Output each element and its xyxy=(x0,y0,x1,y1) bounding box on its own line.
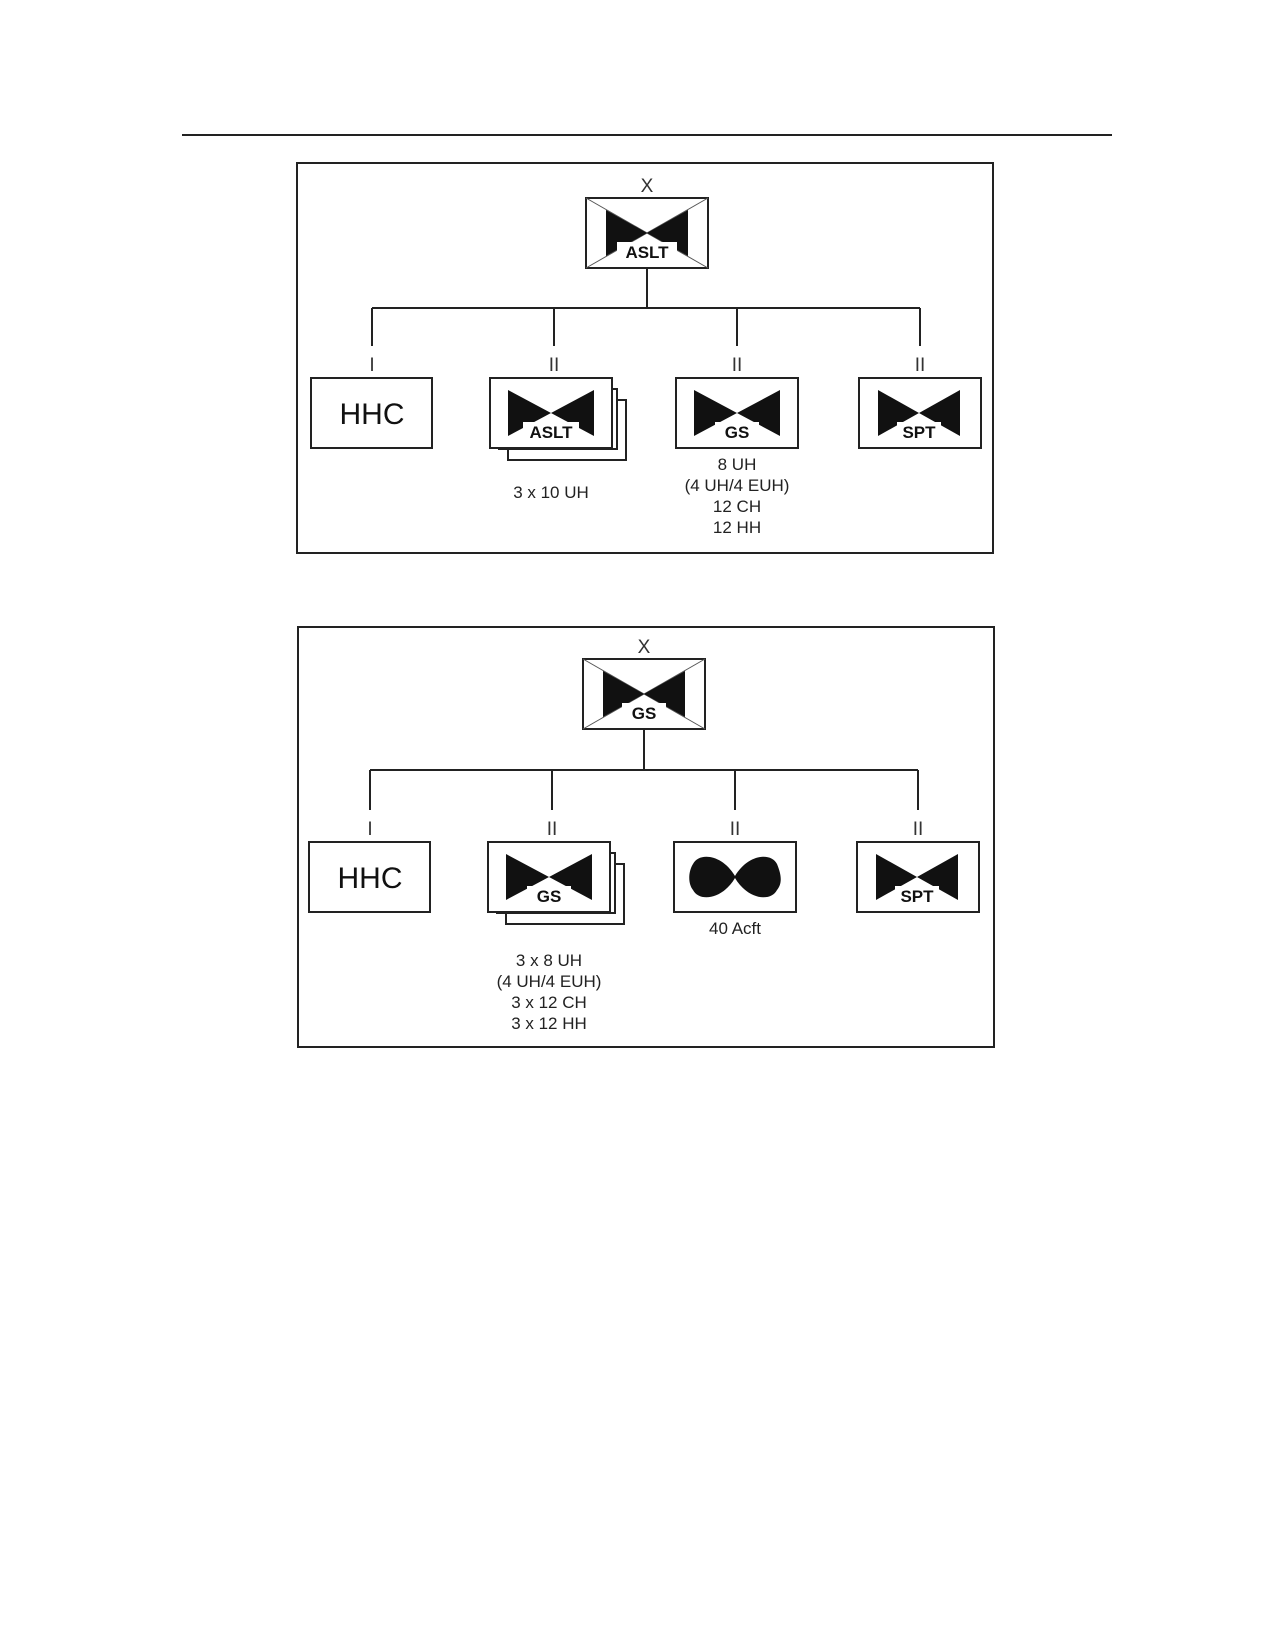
gs-bn-caption-line: (4 UH/4 EUH) xyxy=(685,476,790,495)
spt-bn-label: SPT xyxy=(900,887,934,906)
hq-unit-symbol: GS xyxy=(582,658,706,730)
gs-bn-caption-line: 12 CH xyxy=(713,497,761,516)
hq-label: ASLT xyxy=(625,243,669,262)
connector-lines xyxy=(371,268,921,346)
hq-echelon: X xyxy=(641,176,654,197)
spt-bn-symbol: SPT xyxy=(858,377,982,449)
gs-bn-caption-line: 8 UH xyxy=(718,455,757,474)
hhc-label: HHC xyxy=(338,862,403,895)
gs-bn-caption-line: (4 UH/4 EUH) xyxy=(497,972,602,991)
gs-bn-label: GS xyxy=(537,887,562,906)
gs-bn-echelon: II xyxy=(547,819,558,840)
gs-bn-caption-line: 3 x 8 UH xyxy=(516,951,582,970)
bowtie-icon xyxy=(603,671,644,717)
bowtie-icon xyxy=(878,390,919,436)
org-chart-assault-brigade: X ASLT I HHC II ASLT 3 x 10 UH II xyxy=(296,162,994,559)
bowtie-icon xyxy=(694,390,737,436)
gs-bn-caption-line: 12 HH xyxy=(713,518,761,537)
gs-bn-label: GS xyxy=(725,423,750,442)
hhc-echelon: I xyxy=(369,355,374,376)
top-rule xyxy=(182,134,1112,136)
spt-bn-echelon: II xyxy=(913,819,924,840)
spt-bn-echelon: II xyxy=(915,355,926,376)
rounded-bowtie-icon xyxy=(689,856,781,898)
bowtie-icon xyxy=(876,854,917,900)
bowtie-icon xyxy=(506,854,549,900)
gs-bn-caption-line: 3 x 12 CH xyxy=(511,993,587,1012)
aviation-bn-echelon: II xyxy=(730,819,741,840)
gs-bn-echelon: II xyxy=(732,355,743,376)
bowtie-icon xyxy=(508,390,551,436)
gs-bn-caption-line: 3 x 12 HH xyxy=(511,1014,587,1033)
hq-unit-symbol: ASLT xyxy=(585,197,709,269)
aslt-bn-echelon: II xyxy=(549,355,560,376)
gs-bn-symbol: GS xyxy=(487,841,625,925)
bowtie-icon xyxy=(606,210,647,256)
aslt-bn-label: ASLT xyxy=(529,423,573,442)
hhc-box xyxy=(310,377,433,449)
aviation-bn-symbol xyxy=(673,841,797,913)
hhc-box xyxy=(308,841,431,913)
spt-bn-symbol: SPT xyxy=(856,841,980,913)
hhc-label: HHC xyxy=(340,398,405,431)
org-chart-general-support-brigade: X GS I HHC II GS 3 x 8 UH (4 UH/4 EUH) 3… xyxy=(297,626,995,1053)
aviation-bn-caption: 40 Acft xyxy=(709,919,761,938)
hq-echelon: X xyxy=(638,637,651,658)
hhc-echelon: I xyxy=(367,819,372,840)
gs-bn-symbol: GS xyxy=(675,377,799,449)
connector-lines xyxy=(369,729,919,810)
aslt-bn-symbol: ASLT xyxy=(489,377,627,461)
hq-label: GS xyxy=(632,704,657,723)
spt-bn-label: SPT xyxy=(902,423,936,442)
aslt-bn-caption: 3 x 10 UH xyxy=(513,483,589,502)
